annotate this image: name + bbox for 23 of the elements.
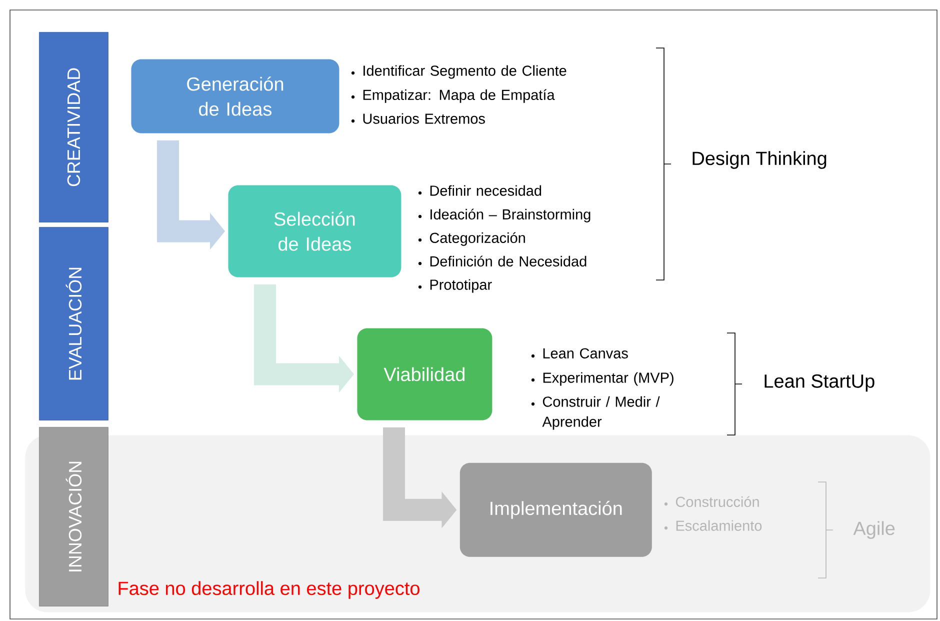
bullet-item: Prototipar [418,279,492,293]
bullet-item: Experimentar (MVP) [531,372,674,386]
process-box: Viabilidad [357,328,492,420]
bullet-item: Empatizar: Mapa de Empatía [351,89,555,103]
group-label: Design Thinking [692,151,826,169]
bullet-item: Definición de Necesidad [418,256,586,267]
bullet-item: Lean Canvas [531,348,628,358]
process-box: Implementación [460,462,652,557]
process-box: Selección de Ideas [228,185,402,278]
bullet-item: Identificar Segmento de Cliente [351,65,566,79]
note: Fase no desarrolla en este proyecto [118,581,420,599]
bullet-item: Definir necesidad [418,185,542,196]
phase-band: CREATIVIDAD [39,32,108,222]
process-box: Generación de Ideas [131,59,340,134]
bullet-item: Categorización [418,232,525,246]
group-label: Agile [853,521,895,539]
bullet-item: Construcción [664,496,759,507]
phase-band: EVALUACIÓN [39,227,108,420]
bullet-item: Usuarios Extremos [351,113,485,124]
bullet-item: Escalamiento [664,520,762,531]
bullet-item: Construir / Medir / Aprender [531,396,660,430]
bullet-item: Ideación – Brainstorming [418,208,590,222]
group-label: Lean StartUp [764,374,874,392]
